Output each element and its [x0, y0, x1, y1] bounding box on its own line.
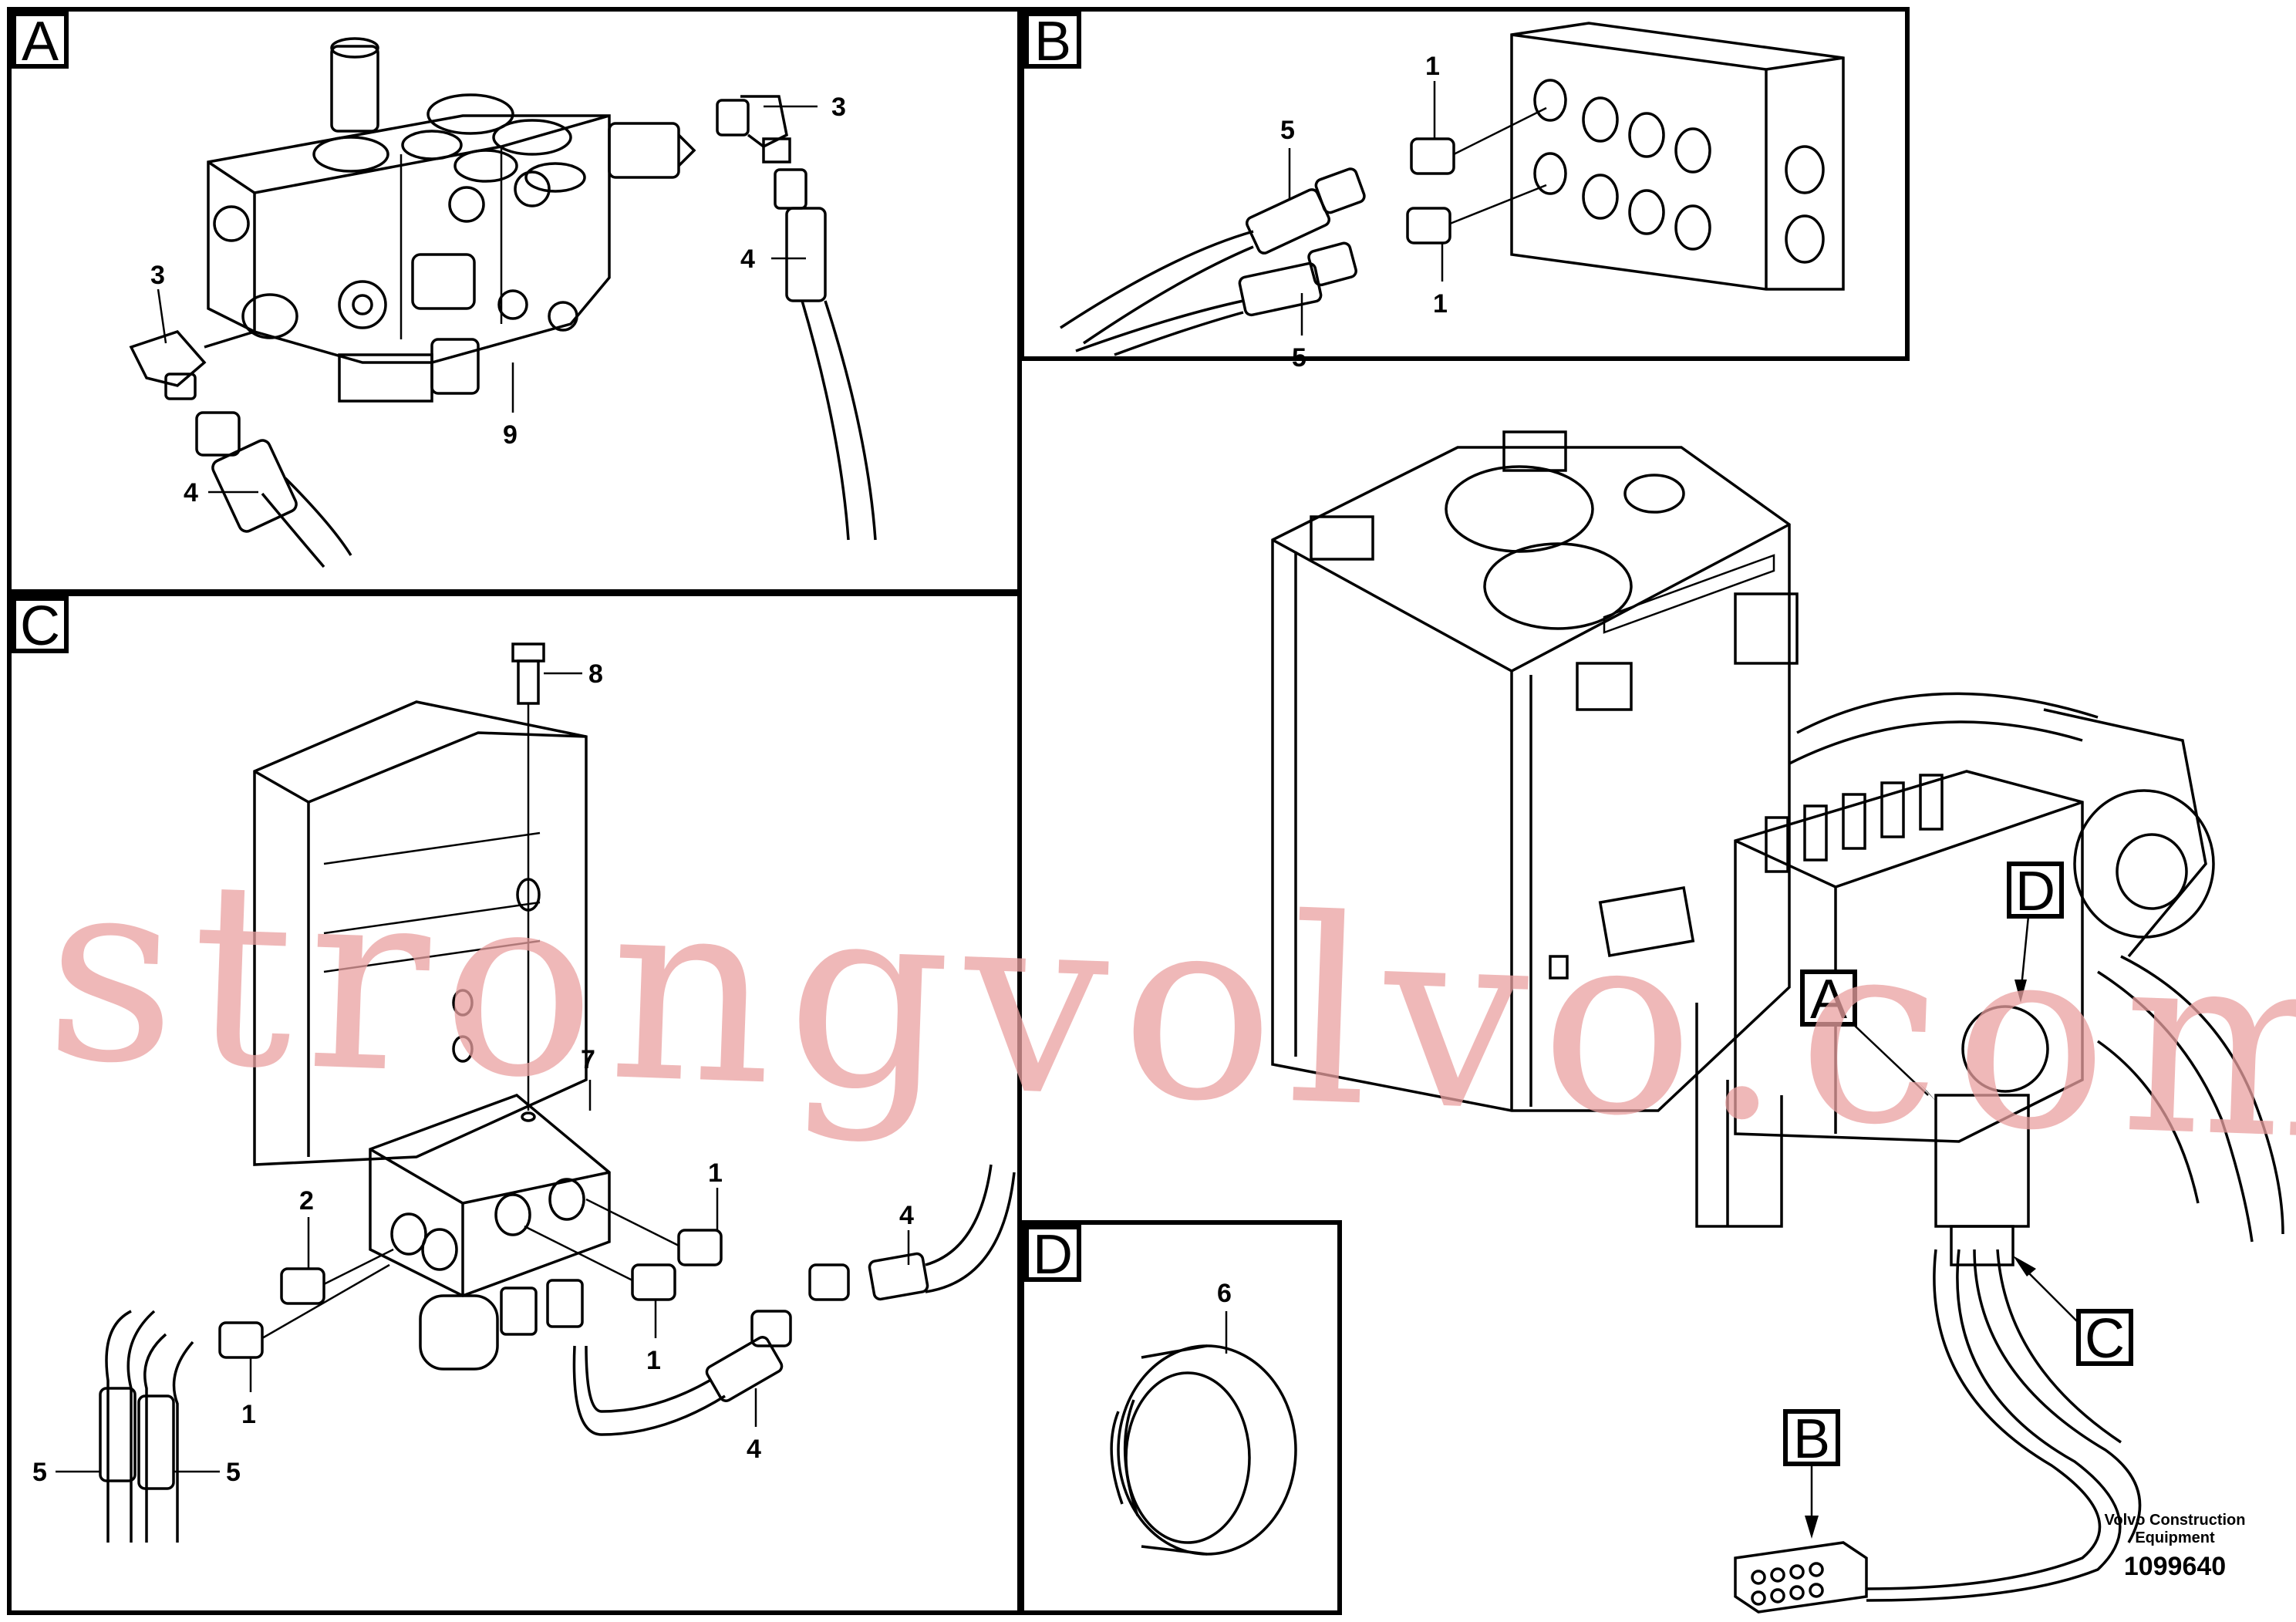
label-c-8: 8: [588, 659, 603, 689]
panel-d-letter: D: [1033, 1224, 1073, 1286]
machine-overview: D A C B Volvo Construction Equipment 109…: [1271, 430, 2284, 1614]
grommet: [1110, 1344, 1297, 1556]
label-d-6: 6: [1217, 1279, 1232, 1308]
overview-callout-b: B: [1783, 1408, 1840, 1539]
overview-callout-b-letter: B: [1793, 1408, 1830, 1470]
hose-top-right: [774, 168, 877, 541]
fitting-lower: [1406, 184, 1547, 244]
panel-b-letter: B: [1034, 11, 1071, 73]
overview-callout-c-letter: C: [2085, 1308, 2125, 1370]
overview-callout-d-letter: D: [2015, 861, 2055, 922]
credit-line-2: Equipment: [2135, 1529, 2215, 1546]
panel-c: C: [7, 592, 1022, 1615]
overview-callout-c: C: [2013, 1256, 2133, 1370]
panel-b: B: [1020, 7, 1910, 373]
label-b-1-top: 1: [1425, 52, 1440, 81]
label-b-5-bottom: 5: [1292, 343, 1306, 373]
overview-callout-d: D: [2007, 861, 2064, 1003]
label-a-3-top: 3: [831, 93, 846, 122]
hoses-c-left: [99, 1310, 194, 1543]
panel-a: A: [7, 7, 1022, 594]
fitting-upper: [1410, 106, 1547, 175]
bolt: [511, 642, 545, 1111]
panel-a-letter: A: [22, 11, 59, 73]
label-c-4-bottom: 4: [747, 1435, 761, 1464]
overview-callout-a: A: [1800, 969, 1937, 1103]
credit-line-1: Volvo Construction: [2105, 1512, 2246, 1529]
label-b-5-top: 5: [1280, 116, 1295, 145]
label-c-1-right: 1: [708, 1158, 723, 1188]
fittings-c: [218, 1198, 723, 1359]
label-c-1-mid: 1: [646, 1346, 661, 1375]
panel-c-letter: C: [20, 595, 60, 657]
hoses-b: [1060, 167, 1366, 356]
panel-d: D 6: [1020, 1220, 1342, 1615]
drawing-number: 1099640: [2124, 1552, 2226, 1581]
label-c-1-left: 1: [241, 1400, 256, 1429]
hoses-overview: [1866, 1249, 2142, 1602]
label-a-9: 9: [503, 420, 518, 450]
control-valve: [207, 37, 696, 403]
label-c-2: 2: [299, 1186, 314, 1216]
label-a-3-left: 3: [150, 261, 165, 290]
label-a-4-right: 4: [740, 244, 755, 274]
elbow-fitting-top: [716, 95, 791, 164]
mounting-bracket: [253, 700, 588, 1166]
label-c-5-left: 5: [32, 1458, 47, 1487]
label-a-4-left: 4: [184, 478, 198, 508]
hose-left: [195, 411, 352, 568]
overview-callout-a-letter: A: [1810, 969, 1847, 1030]
elbow-fitting-left: [129, 329, 255, 400]
label-c-4-right: 4: [899, 1201, 914, 1230]
distribution-block-small: [1734, 1541, 1868, 1614]
solenoid-valve-block: [369, 1094, 611, 1371]
hoses-c-right: [572, 1164, 1016, 1436]
distribution-block: [1510, 22, 1845, 291]
label-c-7: 7: [581, 1045, 595, 1074]
label-b-1-bottom: 1: [1433, 289, 1448, 319]
label-c-5-right: 5: [226, 1458, 241, 1487]
hydraulic-tank: [1271, 430, 1799, 1112]
